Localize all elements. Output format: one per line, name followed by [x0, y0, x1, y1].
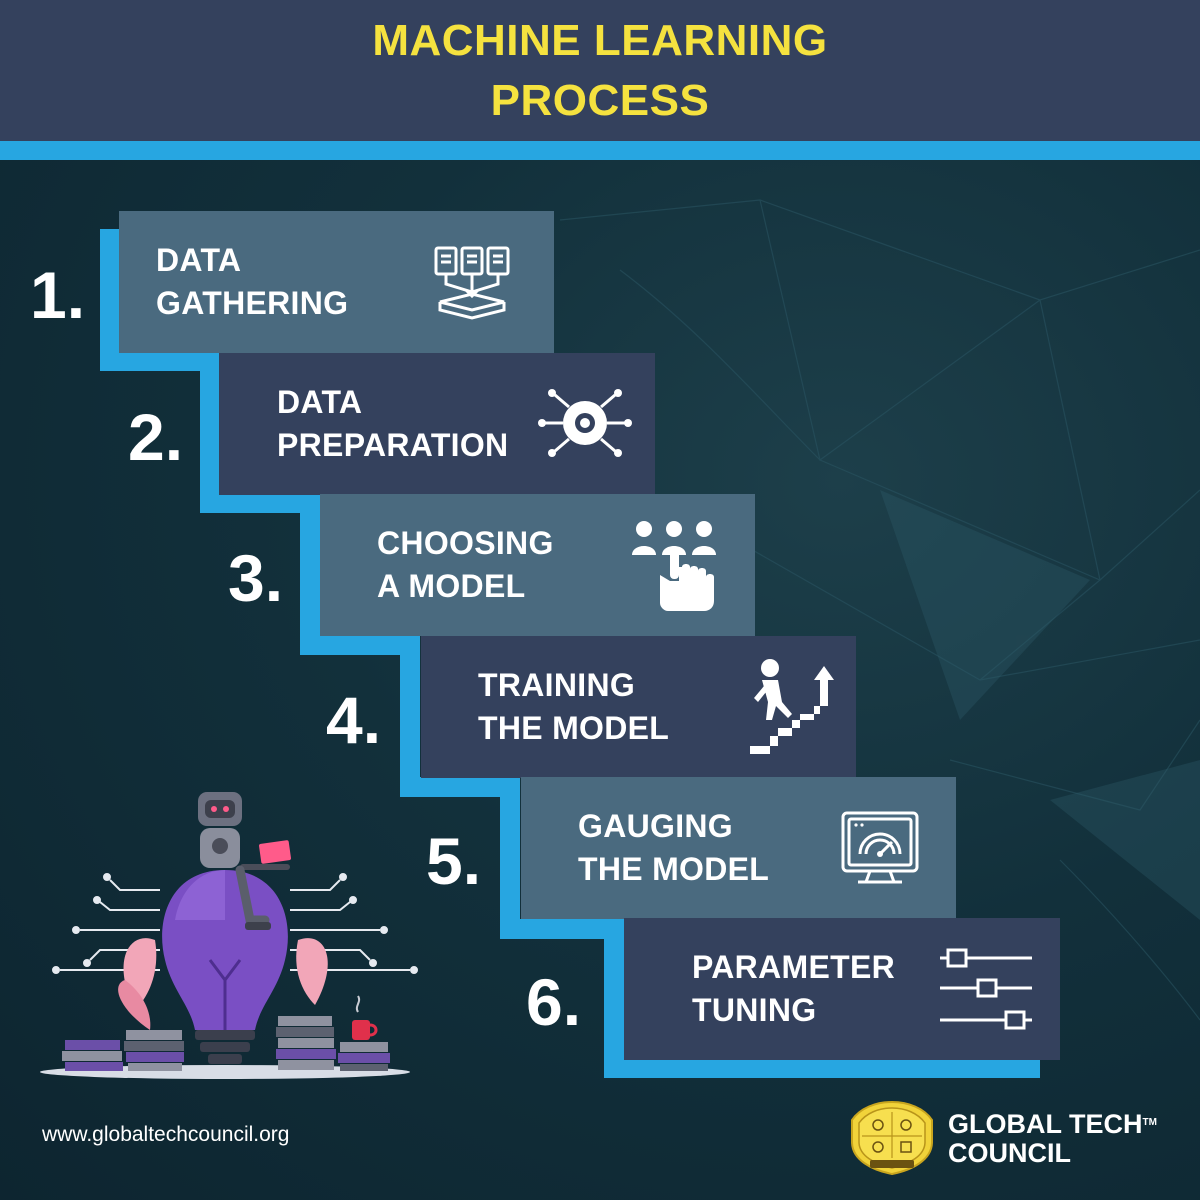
step-label-line2: PREPARATION	[277, 427, 509, 463]
step-label-line2: THE MODEL	[478, 710, 670, 746]
step-label-line2: A MODEL	[377, 568, 526, 604]
step-box-1	[119, 211, 554, 353]
step-label-line1: GAUGING	[578, 808, 733, 844]
page-title-line1: MACHINE LEARNING	[372, 16, 828, 65]
step-number-6: 6.	[526, 965, 582, 1039]
gear-network-icon	[538, 389, 632, 457]
step-label-line1: PARAMETER	[692, 949, 895, 985]
step-number-2: 2.	[128, 400, 184, 474]
background-network-lines	[559, 199, 1200, 1021]
header-accent-bar	[0, 141, 1200, 160]
robot-lightbulb-illustration	[40, 792, 418, 1079]
website-url[interactable]: www.globaltechcouncil.org	[42, 1123, 290, 1146]
step-label-line2: GATHERING	[156, 285, 349, 321]
step-box-5	[521, 777, 956, 919]
step-label-2: DATA PREPARATION	[277, 381, 508, 467]
brand-name: GLOBAL TECHTM COUNCIL	[948, 1110, 1157, 1168]
monitor-gauge-icon	[841, 811, 919, 884]
step-label-6: PARAMETER TUNING	[692, 946, 895, 1032]
step-label-1: DATA GATHERING	[156, 239, 348, 325]
step-label-line1: CHOOSING	[377, 525, 554, 561]
step-label-4: TRAINING THE MODEL	[478, 664, 669, 750]
documents-to-database-icon	[434, 246, 510, 320]
step-label-3: CHOOSING A MODEL	[377, 522, 554, 608]
step-number-1: 1.	[30, 258, 86, 332]
page-title-line2: PROCESS	[490, 76, 710, 125]
trademark-mark: TM	[1142, 1117, 1157, 1128]
step-label-line2: THE MODEL	[578, 851, 770, 887]
step-label-5: GAUGING THE MODEL	[578, 805, 769, 891]
step-box-3	[320, 494, 755, 636]
brand-line1: GLOBAL TECH	[948, 1109, 1143, 1139]
brand-line2: COUNCIL	[948, 1138, 1071, 1168]
select-person-hand-icon	[632, 521, 716, 611]
step-label-line1: TRAINING	[478, 667, 636, 703]
step-label-line1: DATA	[156, 242, 242, 278]
person-climbing-stairs-icon	[750, 659, 834, 754]
step-number-3: 3.	[228, 541, 284, 615]
step-label-line2: TUNING	[692, 992, 817, 1028]
global-tech-council-seal-icon	[851, 1100, 933, 1176]
step-number-5: 5.	[426, 824, 482, 898]
step-number-4: 4.	[326, 683, 382, 757]
header-banner: MACHINE LEARNING PROCESS	[0, 0, 1200, 141]
sliders-icon	[940, 948, 1032, 1030]
step-label-line1: DATA	[277, 384, 363, 420]
